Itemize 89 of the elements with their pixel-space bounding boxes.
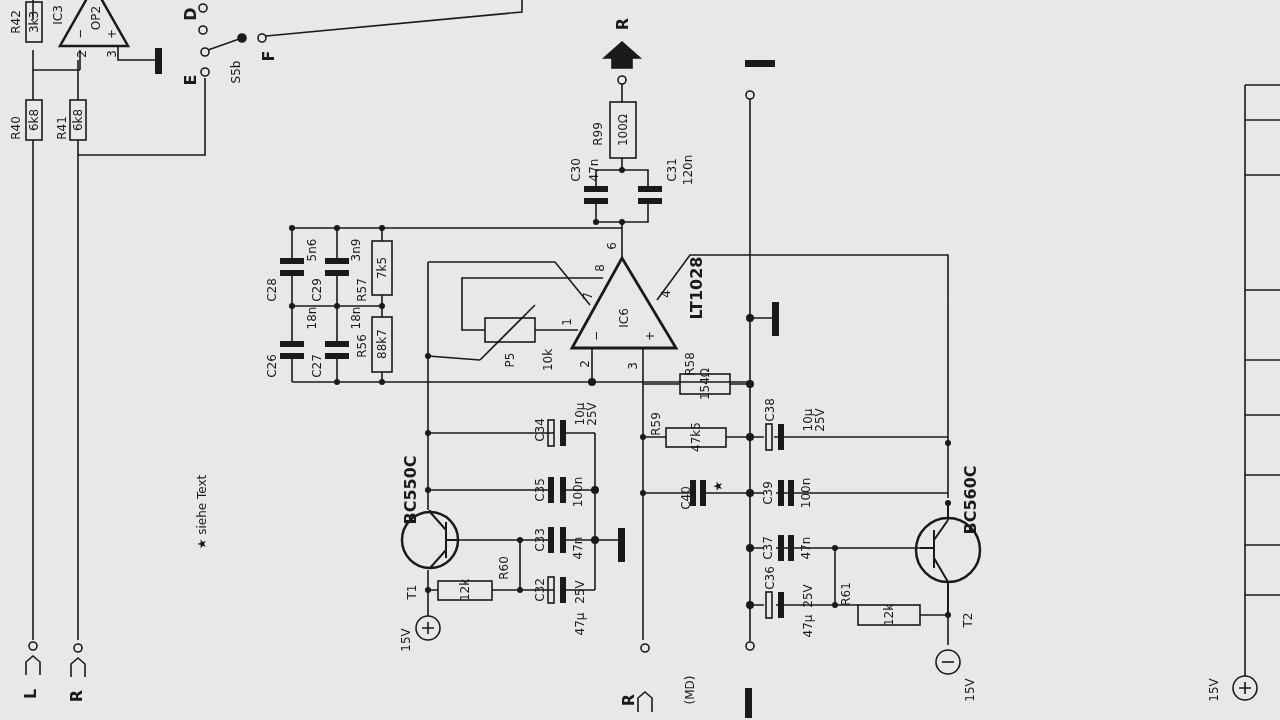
- input-sign: +: [643, 330, 657, 342]
- terminal-label: E: [181, 74, 199, 86]
- terminal-label: R: [619, 693, 637, 707]
- part-label: R56: [355, 334, 369, 358]
- part-label: R41: [55, 116, 69, 140]
- pin-number: 7: [581, 292, 595, 300]
- value-label: 10µ: [573, 402, 587, 426]
- value-label: 88k7: [375, 329, 389, 359]
- value-label: 10µ: [801, 408, 815, 432]
- terminal-label: R: [67, 689, 85, 703]
- value-label: 12k: [458, 578, 472, 602]
- part-label: LT1028: [687, 256, 705, 320]
- value-label: 47µ: [801, 614, 815, 638]
- part-label: R57: [355, 278, 369, 302]
- value-label: 47n: [799, 536, 813, 560]
- pin-number: 3: [105, 50, 119, 58]
- part-label: C39: [761, 481, 775, 505]
- note: ★ siehe Text: [195, 474, 209, 550]
- part-label: C26: [265, 354, 279, 378]
- part-label: R99: [591, 122, 605, 146]
- value-label: 47k5: [689, 422, 703, 452]
- value-label: 18n: [305, 306, 319, 330]
- part-label: C29: [310, 278, 324, 302]
- value-label: 5n6: [305, 238, 319, 262]
- value-label: 100Ω: [616, 113, 630, 147]
- value-label: 154Ω: [698, 367, 712, 401]
- part-label: T2: [961, 612, 975, 628]
- value-label: 15V: [399, 628, 413, 652]
- part-label: R58: [683, 352, 697, 376]
- part-label: C37: [761, 536, 775, 560]
- value-label: 15V: [1207, 678, 1221, 702]
- value-label: 47n: [587, 158, 601, 182]
- value-label: 100n: [571, 476, 585, 508]
- value-label: 47n: [571, 536, 585, 560]
- part-label: R42: [9, 10, 23, 34]
- value-label: 120n: [681, 154, 695, 186]
- part-label: OP2: [89, 5, 103, 31]
- note-mark: ★: [711, 480, 725, 492]
- part-label: C31: [665, 158, 679, 182]
- part-label: C32: [533, 578, 547, 602]
- value-label: 47µ: [573, 612, 587, 636]
- value-label: 25V: [801, 584, 815, 608]
- part-label: IC6: [617, 308, 631, 328]
- part-label: C30: [569, 158, 583, 182]
- input-sign: −: [589, 330, 603, 342]
- value-label: 12k: [882, 603, 896, 627]
- value-label: 25V: [813, 408, 827, 432]
- part-label: C33: [533, 528, 547, 552]
- part-label: (MD): [683, 675, 697, 705]
- value-label: 3n9: [349, 238, 363, 262]
- part-label: C38: [763, 398, 777, 422]
- pin-number: 2: [578, 360, 592, 368]
- pin-number: 1: [560, 318, 574, 326]
- value-label: 6k8: [27, 108, 41, 132]
- part-label: BC560C: [961, 465, 979, 535]
- part-label: R59: [649, 412, 663, 436]
- part-label: C28: [265, 278, 279, 302]
- terminal-label: F: [259, 50, 277, 62]
- part-label: C36: [763, 566, 777, 590]
- value-label: 6k8: [71, 108, 85, 132]
- part-label: C27: [310, 354, 324, 378]
- part-label: C40: [679, 486, 693, 510]
- value-label: 18n: [349, 306, 363, 330]
- value-label: 3k3: [27, 10, 41, 34]
- terminal-label: D: [181, 7, 199, 21]
- value-label: 7k5: [375, 256, 389, 280]
- pin-number: 6: [605, 242, 619, 250]
- part-label: IC3: [51, 5, 65, 25]
- part-label: P5: [503, 352, 517, 368]
- part-label: C34: [533, 418, 547, 442]
- part-label: T1: [405, 584, 419, 600]
- value-label: 25V: [585, 402, 599, 426]
- terminal-label: L: [21, 688, 39, 700]
- input-sign: −: [73, 28, 87, 40]
- value-label: 15V: [963, 678, 977, 702]
- part-label: R61: [839, 582, 853, 606]
- input-sign: +: [105, 28, 119, 40]
- part-label: BC550C: [401, 455, 419, 525]
- pin-number: 2: [75, 50, 89, 58]
- pin-number: 3: [626, 362, 640, 370]
- terminal-label: R: [613, 17, 631, 31]
- value-label: 10k: [541, 348, 555, 372]
- part-label: S5b: [229, 60, 243, 84]
- part-label: C35: [533, 478, 547, 502]
- value-label: 25V: [573, 580, 587, 604]
- part-label: R40: [9, 116, 23, 140]
- value-label: 100n: [799, 477, 813, 509]
- part-label: R60: [497, 556, 511, 580]
- pin-number: 8: [593, 264, 607, 272]
